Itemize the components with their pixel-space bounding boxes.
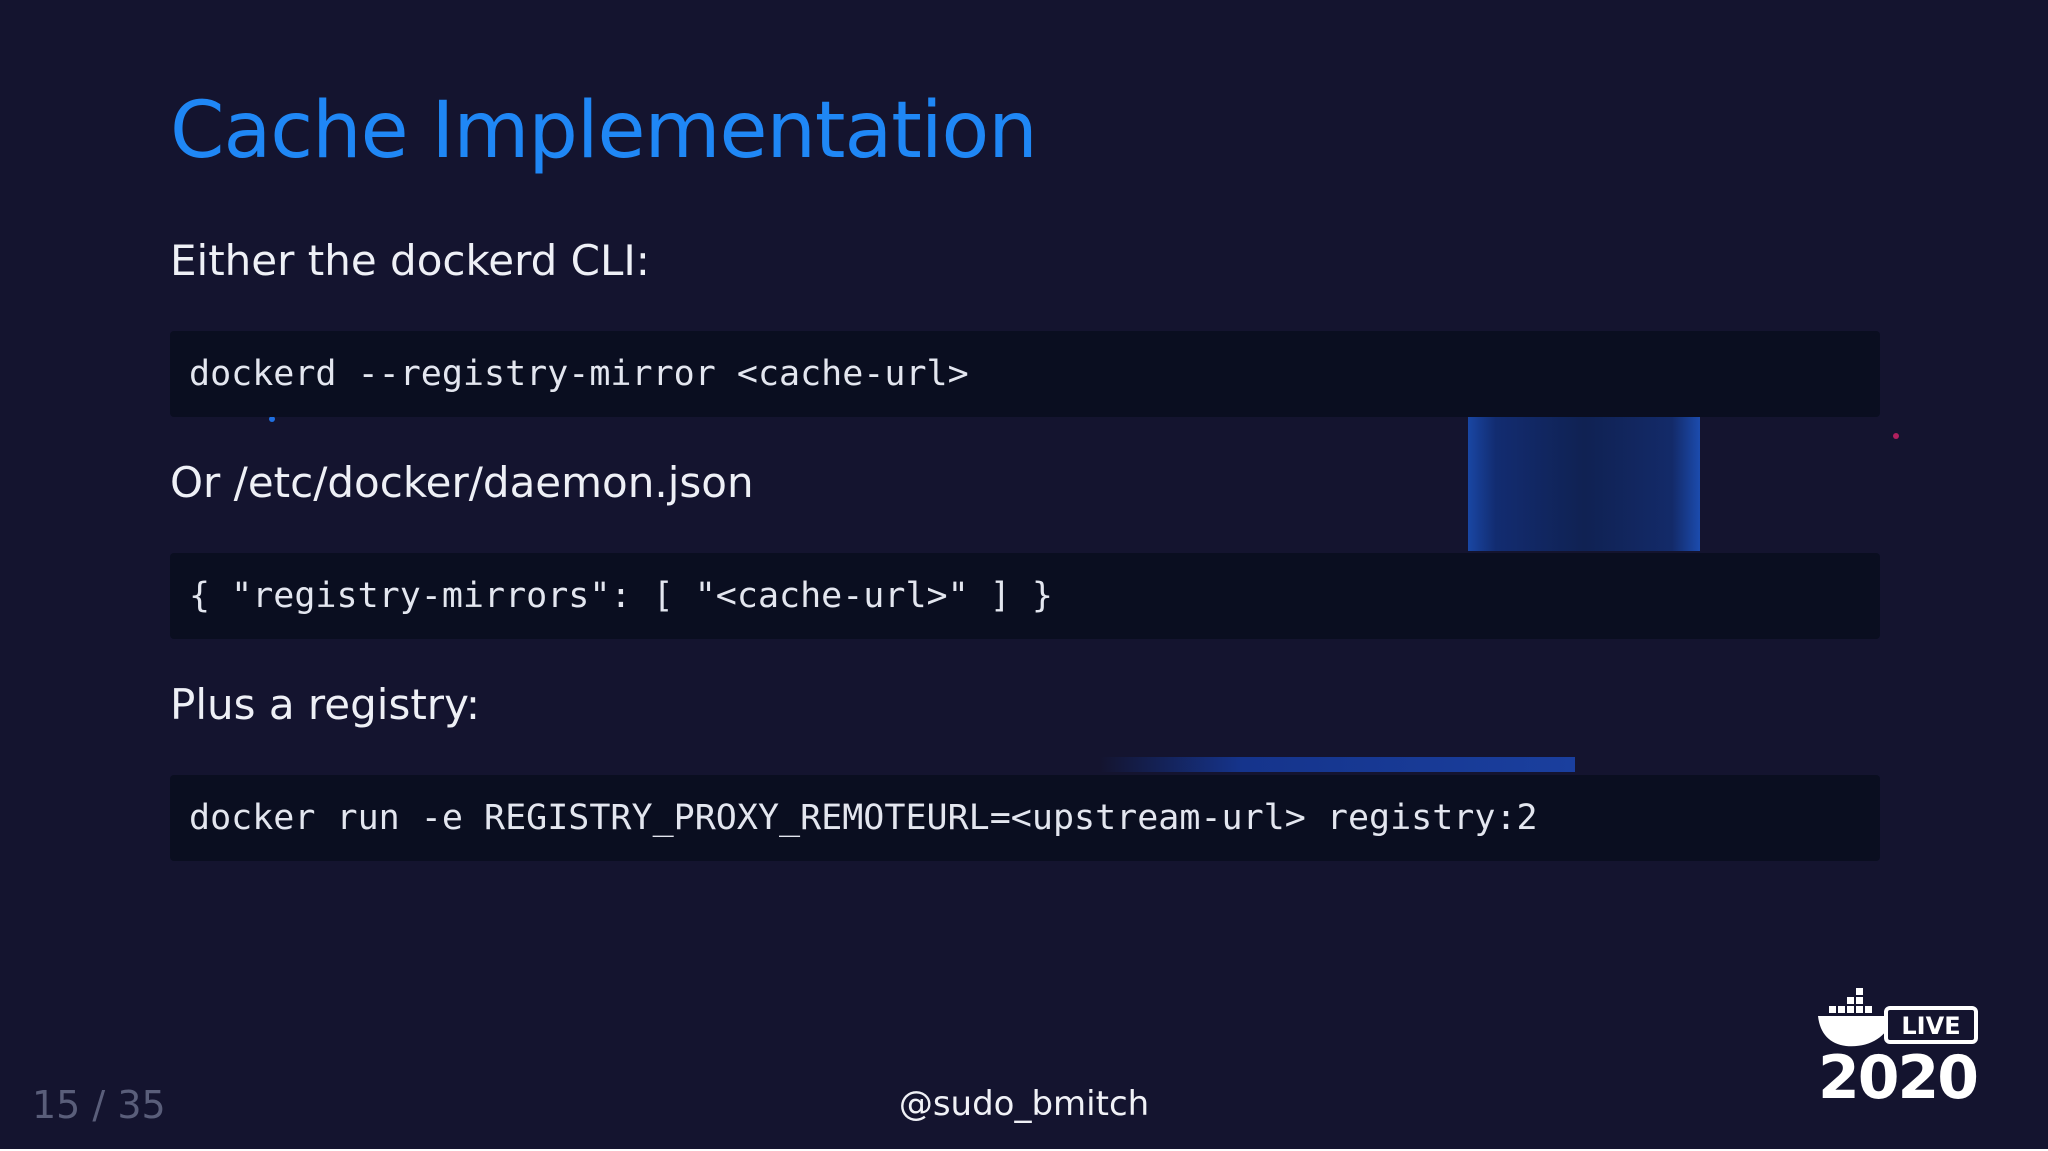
background-shape	[1468, 417, 1700, 551]
code-registry-run: docker run -e REGISTRY_PROXY_REMOTEURL=<…	[189, 798, 1538, 838]
dockercon-live-2020-logo: LIVE 2020	[1818, 988, 1979, 1106]
background-dot	[1893, 433, 1899, 439]
code-block-registry-run: docker run -e REGISTRY_PROXY_REMOTEURL=<…	[170, 775, 1880, 861]
logo-live-text: LIVE	[1901, 1012, 1960, 1040]
page-number: 15 / 35	[32, 1083, 166, 1127]
speaker-handle: @sudo_bmitch	[898, 1084, 1150, 1124]
logo-year-text: 2020	[1818, 1043, 1977, 1106]
slide-title: Cache Implementation	[170, 86, 1038, 176]
cli-intro-text: Either the dockerd CLI:	[170, 236, 650, 285]
daemon-json-intro-text: Or /etc/docker/daemon.json	[170, 458, 754, 507]
code-block-daemon-json: { "registry-mirrors": [ "<cache-url>" ] …	[170, 553, 1880, 639]
background-dot	[269, 416, 275, 422]
code-dockerd-cli: dockerd --registry-mirror <cache-url>	[189, 354, 969, 394]
registry-intro-text: Plus a registry:	[170, 680, 481, 729]
code-block-dockerd-cli: dockerd --registry-mirror <cache-url>	[170, 331, 1880, 417]
background-stripe	[1100, 757, 1575, 772]
code-daemon-json: { "registry-mirrors": [ "<cache-url>" ] …	[189, 576, 1053, 616]
